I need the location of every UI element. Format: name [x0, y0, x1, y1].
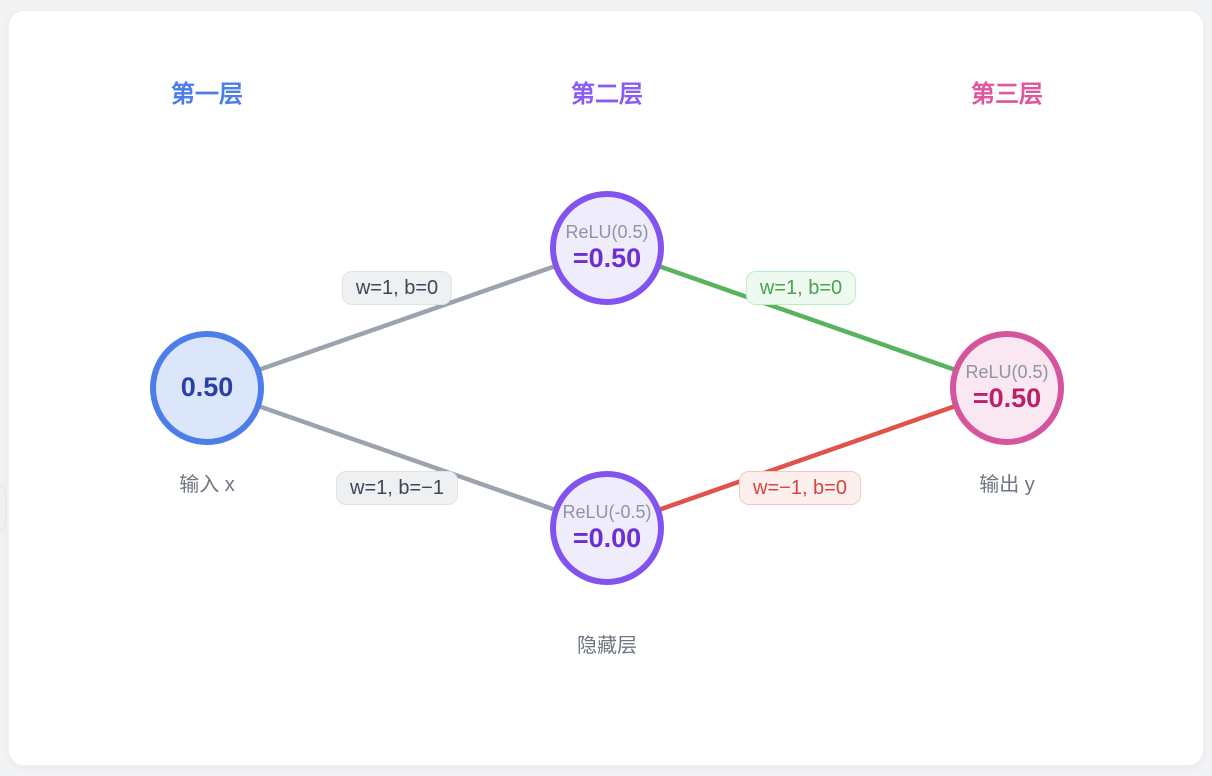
hidden-node-top[interactable]: ReLU(0.5) =0.50 — [550, 191, 664, 305]
edge-label-input-to-hidden-bottom: w=1, b=−1 — [336, 471, 458, 505]
hidden-node-bottom-value: =0.00 — [572, 522, 642, 553]
edge-hidden-bottom-to-output — [604, 385, 1010, 531]
output-node-caption: 输出 y — [979, 474, 1035, 496]
output-node-value: =0.50 — [972, 382, 1042, 413]
output-node-formula: ReLU(0.5) — [965, 362, 1049, 383]
input-node-value: 0.50 — [180, 372, 234, 403]
hidden-node-bottom[interactable]: ReLU(-0.5) =0.00 — [550, 471, 664, 585]
hidden-node-top-value: =0.50 — [572, 242, 642, 273]
layer-header-2: 第二层 — [571, 81, 643, 108]
input-node-caption: 输入 x — [179, 474, 235, 496]
left-edge-handle[interactable] — [0, 484, 6, 532]
hidden-layer-caption: 隐藏层 — [577, 635, 637, 657]
hidden-node-bottom-formula: ReLU(-0.5) — [562, 502, 652, 523]
edge-input-to-hidden-top — [204, 245, 610, 391]
hidden-node-top-formula: ReLU(0.5) — [565, 222, 649, 243]
edge-input-to-hidden-bottom — [204, 385, 610, 531]
input-node[interactable]: 0.50 — [150, 331, 264, 445]
output-node[interactable]: ReLU(0.5) =0.50 — [950, 331, 1064, 445]
edge-label-hidden-top-to-output: w=1, b=0 — [745, 271, 857, 305]
layer-header-3: 第三层 — [971, 81, 1043, 108]
edge-hidden-top-to-output — [604, 245, 1010, 391]
layer-header-1: 第一层 — [171, 81, 243, 108]
edge-label-hidden-bottom-to-output: w=−1, b=0 — [739, 471, 861, 505]
edge-label-input-to-hidden-top: w=1, b=0 — [341, 271, 453, 305]
